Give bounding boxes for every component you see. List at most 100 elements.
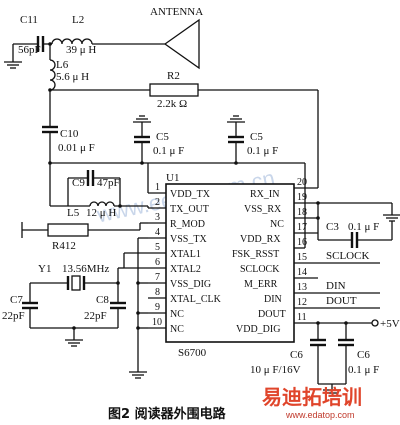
capacitor-c8 (110, 301, 126, 310)
c9-ref: C9 (72, 177, 85, 189)
c8-value: 22pF (84, 310, 107, 322)
svg-text:VDD_DIG: VDD_DIG (236, 324, 280, 335)
svg-text:XTAL_CLK: XTAL_CLK (170, 294, 222, 305)
ic-part: S6700 (178, 347, 207, 359)
svg-text:DIN: DIN (264, 294, 282, 305)
c3-value: 0.1 μ F (348, 221, 379, 233)
signal-vcc: +5V (380, 318, 400, 330)
svg-text:9: 9 (155, 302, 160, 313)
svg-text:5: 5 (155, 242, 160, 253)
crystal-y1 (66, 275, 86, 291)
capacitor-c5a (134, 135, 150, 144)
capacitor-c5b (228, 135, 244, 144)
inductor-l6 (49, 59, 56, 91)
svg-text:FSK_RSST: FSK_RSST (232, 249, 279, 260)
ic-pin-15: 15 SCLOCK (240, 252, 380, 275)
svg-text:DOUT: DOUT (258, 309, 286, 320)
svg-text:XTAL1: XTAL1 (170, 249, 201, 260)
svg-text:6: 6 (155, 257, 160, 268)
c10-value: 0.01 μ F (58, 142, 95, 154)
c11-value: 56pF (18, 44, 41, 56)
inductor-l2 (51, 38, 93, 45)
svg-text:20: 20 (297, 177, 307, 188)
svg-text:NC: NC (170, 309, 184, 320)
ic-pin-2: 2TX_OUT (148, 197, 209, 215)
svg-text:18: 18 (297, 207, 307, 218)
capacitor-c3 (350, 232, 359, 248)
ground-symbol-c5a (133, 115, 151, 123)
ground-symbol-crystal (65, 339, 83, 347)
svg-text:7: 7 (155, 272, 160, 283)
antenna-label: ANTENNA (150, 6, 203, 18)
svg-text:10: 10 (152, 317, 162, 328)
svg-text:VSS_TX: VSS_TX (170, 234, 207, 245)
svg-text:15: 15 (297, 252, 307, 263)
brand-watermark: 易迪拓培训 www.edatop.com (262, 385, 362, 420)
l5-ref: L5 (67, 207, 80, 219)
ground-symbol-right (383, 214, 400, 222)
signal-dout: DOUT (326, 295, 357, 307)
c7-ref: C7 (10, 294, 23, 306)
svg-text:12: 12 (297, 297, 307, 308)
capacitor-c6-electrolytic (310, 338, 326, 347)
c5a-ref: C5 (156, 131, 169, 143)
l6-value: 5.6 μ H (56, 71, 89, 83)
signal-sclock: SCLOCK (326, 250, 369, 262)
r2-value: 2.2k Ω (157, 98, 187, 110)
c6a-value: 10 μ F/16V (250, 364, 301, 376)
ground-symbol-c5b (227, 115, 245, 123)
c6b-value: 0.1 μ F (348, 364, 379, 376)
c3-ref: C3 (326, 221, 339, 233)
brand-url: www.edatop.com (285, 410, 355, 420)
c6b-ref: C6 (357, 349, 370, 361)
vcc-terminal-icon (371, 319, 379, 327)
svg-text:VDD_TX: VDD_TX (170, 189, 211, 200)
ic-pin-14: 14M_ERR (244, 267, 318, 290)
svg-text:17: 17 (297, 222, 307, 233)
capacitor-c10 (42, 125, 58, 134)
l6-ref: L6 (56, 59, 69, 71)
resistor-r412 (47, 223, 89, 237)
capacitor-c7 (22, 301, 38, 310)
c5b-ref: C5 (250, 131, 263, 143)
capacitor-c9 (86, 170, 95, 186)
c5a-value: 0.1 μ F (153, 145, 184, 157)
ground-symbol-c6 (323, 389, 341, 397)
antenna-icon (163, 18, 200, 70)
svg-text:1: 1 (155, 182, 160, 193)
svg-text:VSS_RX: VSS_RX (244, 204, 282, 215)
svg-text:NC: NC (170, 324, 184, 335)
ground-symbol-ic (129, 371, 147, 379)
resistor-r2 (149, 83, 199, 97)
svg-text:8: 8 (155, 287, 160, 298)
signal-din: DIN (326, 280, 346, 292)
capacitor-c6 (338, 338, 354, 347)
c10-ref: C10 (60, 128, 79, 140)
svg-text:2: 2 (155, 197, 160, 208)
svg-text:16: 16 (297, 237, 307, 248)
y1-value: 13.56MHz (62, 263, 109, 275)
ic-ref: U1 (166, 172, 179, 184)
ic-u1 (165, 183, 295, 343)
c8-ref: C8 (96, 294, 109, 306)
svg-text:M_ERR: M_ERR (244, 279, 278, 290)
c6a-ref: C6 (290, 349, 303, 361)
svg-text:XTAL2: XTAL2 (170, 264, 201, 275)
figure-caption: 图2 阅读器外围电路 (108, 406, 227, 422)
svg-text:19: 19 (297, 192, 307, 203)
brand-text: 易迪拓培训 (262, 385, 362, 409)
c9-value: 47pF (97, 177, 120, 189)
